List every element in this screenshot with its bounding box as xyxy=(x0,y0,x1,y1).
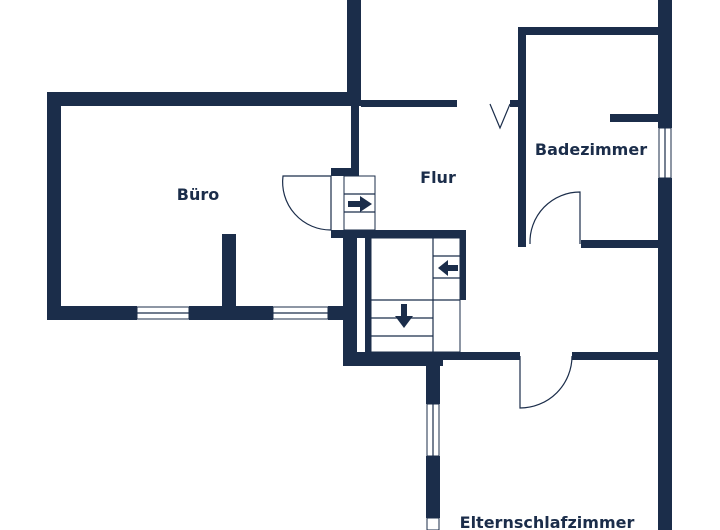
door-swing xyxy=(489,103,511,130)
wall-segment xyxy=(331,168,359,176)
wall-segment xyxy=(351,100,359,172)
wall-segment xyxy=(510,100,518,107)
door-swing xyxy=(282,175,332,231)
wall-segment xyxy=(460,234,466,300)
wall-segment xyxy=(343,352,443,366)
wall-segment xyxy=(347,0,361,105)
wall-segment xyxy=(610,114,662,122)
wall-segment xyxy=(426,356,440,404)
arrow-right-icon xyxy=(348,196,372,212)
wall-segment xyxy=(365,236,371,352)
room-label-flur: Flur xyxy=(420,168,456,187)
room-label-elternschlafzimmer: Elternschlafzimmer xyxy=(460,513,635,530)
wall-segment xyxy=(331,230,466,238)
arrow-down-icon xyxy=(395,304,413,328)
door-swing xyxy=(529,191,581,245)
wall-segment xyxy=(361,100,457,107)
stair-flight xyxy=(370,237,461,353)
walls xyxy=(47,0,672,530)
window xyxy=(426,517,440,530)
wall-segment xyxy=(581,240,662,248)
door-swing xyxy=(519,355,573,409)
room-label-badezimmer: Badezimmer xyxy=(535,140,647,159)
stairs xyxy=(343,175,461,353)
stair-arrows xyxy=(348,196,458,328)
wall-segment xyxy=(518,27,662,35)
wall-segment xyxy=(343,236,357,366)
wall-segment xyxy=(658,178,672,530)
windows xyxy=(136,127,672,530)
arrow-left-icon xyxy=(438,260,458,276)
room-label-buero: Büro xyxy=(177,185,219,204)
wall-segment xyxy=(222,234,236,310)
wall-segment xyxy=(438,352,520,360)
wall-segment xyxy=(426,456,440,518)
wall-segment xyxy=(47,306,137,320)
wall-segment xyxy=(658,0,672,128)
wall-segment xyxy=(47,92,61,320)
room-labels: Büro Flur Badezimmer Elternschlafzimmer xyxy=(177,140,647,530)
wall-segment xyxy=(47,92,361,106)
doors xyxy=(282,103,581,409)
wall-segment xyxy=(189,306,273,320)
wall-segment xyxy=(572,352,662,360)
wall-segment xyxy=(518,27,526,247)
